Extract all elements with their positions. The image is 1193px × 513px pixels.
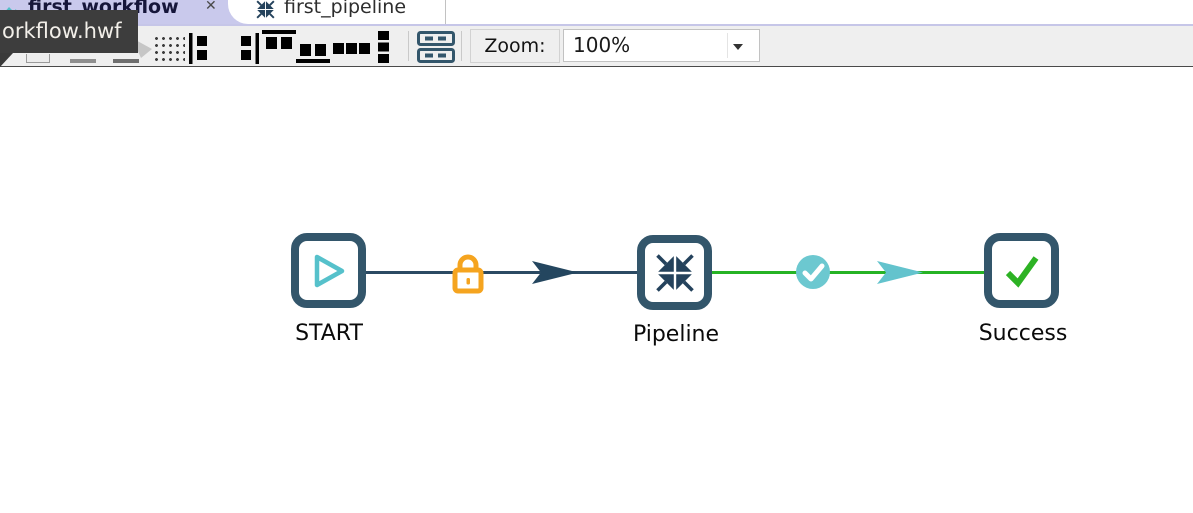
node-label: Pipeline: [632, 322, 720, 347]
zoom-combobox[interactable]: 100%: [563, 29, 760, 62]
node-success[interactable]: [984, 233, 1059, 308]
tab-label: first_pipeline: [284, 0, 407, 18]
tab-separator: [445, 0, 446, 24]
tabbar-bottom-line: [0, 24, 1193, 26]
canvas-toolbar: Zoom: 100%: [0, 26, 1193, 67]
arrow-head-icon[interactable]: [877, 261, 923, 284]
editor-tab-bar: first_workflow ✕ first_pipeline: [0, 0, 1193, 26]
pipeline-icon: [655, 253, 694, 292]
zoom-value: 100%: [573, 33, 631, 57]
node-label: Success: [978, 321, 1068, 346]
close-icon[interactable]: ✕: [205, 0, 217, 14]
align-top-icon[interactable]: [262, 30, 296, 53]
tab-curve: [228, 0, 248, 24]
node-pipeline[interactable]: [637, 235, 712, 310]
toolbar-separator: [461, 31, 462, 61]
partial-icon[interactable]: [113, 59, 139, 63]
node-start[interactable]: [291, 233, 366, 308]
chevron-down-icon[interactable]: [733, 44, 743, 50]
arrow-head-icon[interactable]: [532, 261, 578, 284]
partial-icon[interactable]: [26, 54, 50, 63]
toolbar-separator: [408, 31, 409, 61]
workflow-canvas[interactable]: START Pipeline Success: [0, 67, 1193, 513]
align-right-icon[interactable]: [239, 33, 259, 64]
align-left-icon[interactable]: [189, 33, 209, 64]
hop-link-start-pipeline[interactable]: [366, 271, 638, 274]
distribute-vertically-icon[interactable]: [377, 31, 390, 63]
combo-divider: [727, 33, 728, 58]
pipeline-icon: [255, 0, 276, 24]
stack-rows-icon[interactable]: [417, 31, 455, 63]
snap-to-grid-icon[interactable]: [152, 34, 185, 61]
play-icon: [314, 254, 344, 287]
zoom-label: Zoom:: [470, 29, 560, 63]
check-circle-icon[interactable]: [795, 254, 831, 290]
align-bottom-icon[interactable]: [296, 40, 330, 63]
node-label: START: [295, 321, 363, 346]
lock-icon[interactable]: [451, 252, 485, 294]
partial-icon[interactable]: [0, 53, 13, 67]
partial-icon[interactable]: [70, 59, 96, 63]
tab-first-pipeline[interactable]: first_pipeline: [248, 0, 445, 24]
check-icon: [1005, 255, 1038, 288]
filename-tooltip: orkflow.hwf: [0, 10, 138, 53]
distribute-horizontally-icon[interactable]: [333, 42, 370, 55]
hop-link-pipeline-success[interactable]: [712, 271, 985, 274]
